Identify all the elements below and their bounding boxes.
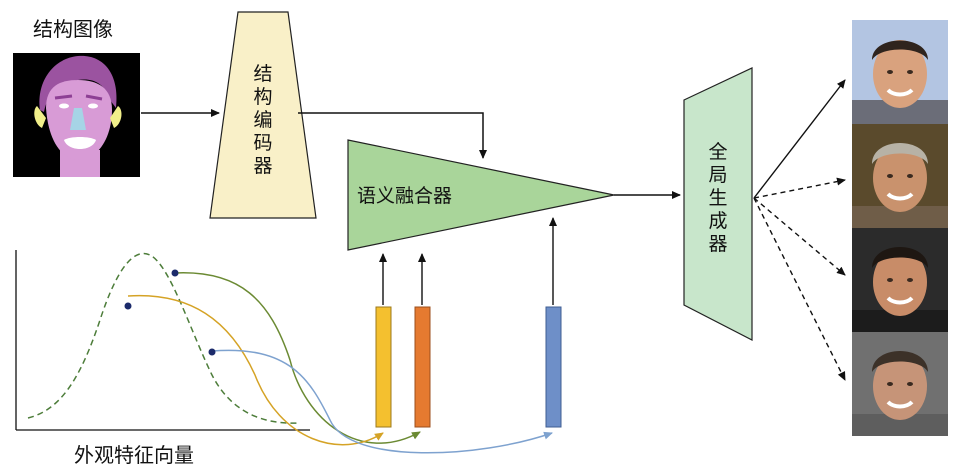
output-faces — [852, 20, 948, 436]
generator-char-3: 生 — [708, 187, 727, 209]
structure-encoder: 结 构 编 码 器 — [209, 11, 317, 219]
generator-char-1: 全 — [708, 141, 727, 163]
structure-image-label: 结构图像 — [33, 17, 113, 41]
semantic-fusion-shape — [347, 139, 615, 251]
appearance-distribution-plot — [15, 250, 310, 431]
output-face-4 — [852, 332, 948, 436]
distribution-dashed-curve — [27, 252, 301, 424]
arrow-encoder-to-fusion — [298, 112, 487, 159]
semantic-fusion-module: 语义融合器 — [347, 139, 615, 251]
global-generator-shape — [683, 67, 753, 341]
encoder-char-1: 结 — [253, 63, 272, 85]
appearance-vectors-label: 外观特征向量 — [74, 443, 194, 467]
curve-blue — [211, 349, 553, 454]
output-arrow-3 — [753, 197, 846, 276]
appearance-vector-bars — [375, 217, 562, 428]
output-arrow-2 — [753, 177, 846, 199]
structure-image — [13, 53, 140, 177]
generator-char-2: 局 — [708, 164, 727, 186]
output-arrow-4 — [753, 197, 846, 381]
encoder-char-3: 编 — [253, 109, 272, 131]
generator-char-4: 成 — [708, 210, 727, 232]
sample-point-3 — [208, 348, 216, 356]
sample-point-1 — [171, 269, 179, 277]
sample-point-2 — [124, 302, 132, 310]
output-arrow-1 — [753, 79, 846, 199]
appearance-mapping-curves — [124, 269, 553, 454]
structure-encoder-shape — [209, 11, 317, 219]
semantic-fusion-label: 语义融合器 — [357, 185, 452, 207]
output-face-2 — [852, 124, 948, 228]
curve-gold — [127, 294, 384, 446]
vector-bar-yellow — [375, 306, 392, 428]
output-face-3 — [852, 228, 948, 332]
encoder-char-5: 器 — [253, 155, 272, 177]
vector-bar-orange — [414, 306, 431, 428]
curve-green — [174, 272, 421, 444]
global-generator: 全 局 生 成 器 — [683, 67, 753, 341]
encoder-char-4: 码 — [253, 132, 272, 154]
encoder-char-2: 构 — [253, 86, 272, 108]
generator-char-5: 器 — [708, 233, 727, 255]
output-face-1 — [852, 20, 948, 124]
generator-output-arrows — [753, 79, 846, 381]
vector-bar-blue — [545, 306, 562, 428]
